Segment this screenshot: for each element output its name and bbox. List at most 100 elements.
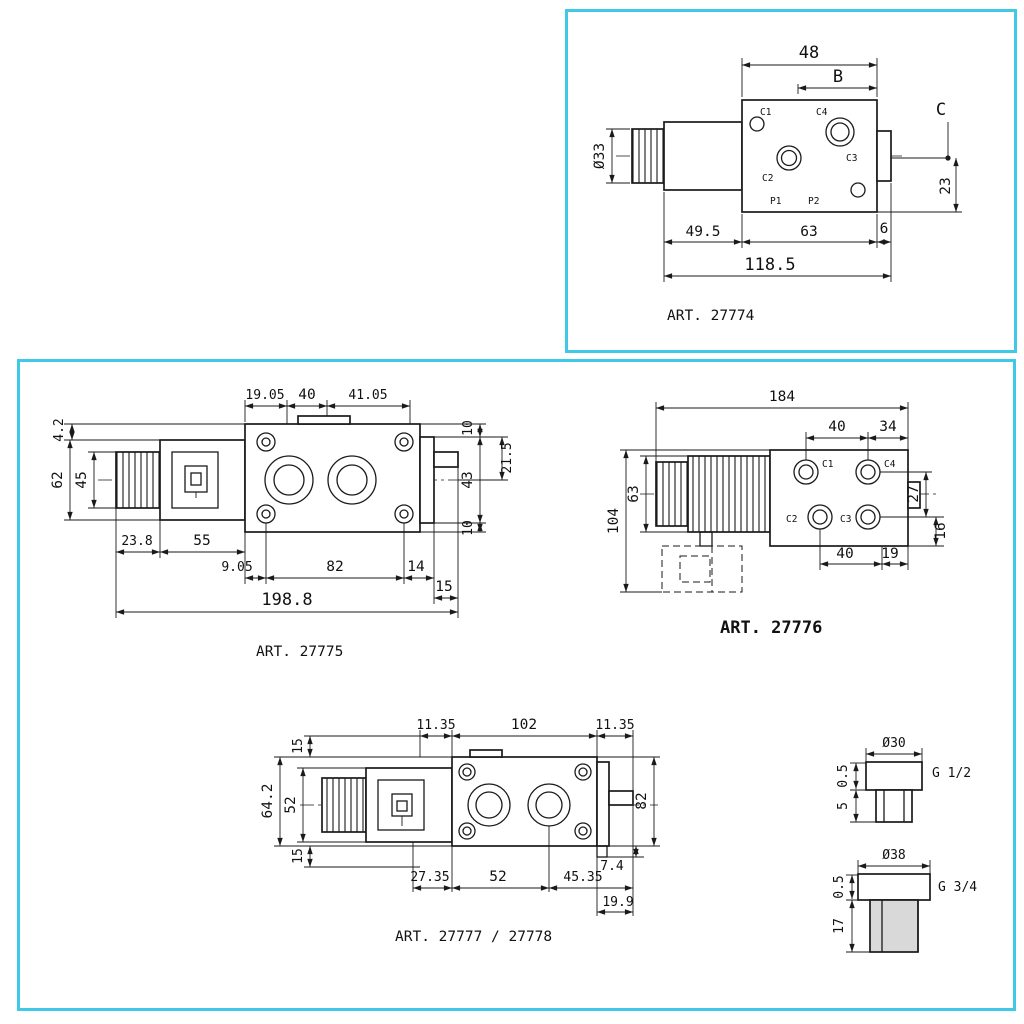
dim-11-35-right-label: 11.35	[595, 718, 634, 733]
dim-dia38-label: Ø38	[882, 848, 905, 863]
dim-104-label: 104	[606, 508, 622, 534]
part-geometry-27776	[640, 449, 936, 593]
dim-4-2-label: 4.2	[52, 418, 67, 441]
dim-c-label: C	[936, 100, 946, 120]
valve-block	[741, 99, 878, 213]
dim-19-label: 19	[881, 546, 898, 562]
dim-15-bottom-label: 15	[291, 848, 306, 864]
part-geometry-27774	[616, 99, 902, 213]
port-c1-label: C1	[760, 107, 772, 118]
dimension-lines-27775	[64, 400, 508, 618]
dim-9-05-label: 9.05	[221, 560, 252, 575]
dim-63-label: 63	[626, 485, 642, 502]
drawing-27777-27778: 11.35 102 11.35 15 64.2 52 15 82 27.35 5…	[260, 717, 660, 945]
art-number-27776: ART. 27776	[720, 618, 822, 638]
frame-lower	[17, 359, 1016, 1011]
dim-82-label: 82	[326, 559, 343, 575]
dimension-labels-27774: 48 B C Ø33 49.5 63 6 118.5 23 C1 C4 C2 C…	[592, 43, 954, 324]
connector-pin	[699, 531, 713, 547]
fitting-g34-labels: Ø38 G 3/4 0.5 17	[832, 848, 977, 934]
solenoid-nut	[655, 461, 689, 527]
solenoid-coil-ribbed	[687, 455, 771, 533]
valve-block	[769, 449, 909, 547]
dim-17-label: 17	[832, 918, 847, 934]
connector-housing	[171, 451, 219, 509]
fitting-flange	[865, 761, 923, 791]
top-tab	[469, 749, 503, 758]
fitting-g12-labels: Ø30 G 1/2 0.5 5	[836, 736, 971, 810]
port-p1-label: P1	[770, 196, 782, 207]
dimension-lines-27777	[274, 730, 660, 916]
port-c4-label: C4	[884, 459, 896, 470]
dimension-labels-27777: 11.35 102 11.35 15 64.2 52 15 82 27.35 5…	[260, 717, 650, 945]
dim-40-label: 40	[298, 387, 315, 403]
art-number-27774: ART. 27774	[667, 308, 755, 324]
solenoid-coil	[663, 121, 743, 191]
dim-118-5-label: 118.5	[744, 255, 795, 275]
dim-43-label: 43	[460, 471, 476, 488]
dim-45-35-label: 45.35	[563, 870, 602, 885]
dim-dia30-label: Ø30	[882, 736, 905, 751]
dim-45-label: 45	[74, 471, 90, 488]
dim-16-label: 16	[933, 522, 949, 539]
part-geometry-27777	[300, 749, 658, 858]
dim-11-35-left-label: 11.35	[416, 718, 455, 733]
dimension-lines-27776	[620, 402, 944, 593]
dimension-labels-27776: 184 40 34 27 16 63 104 40 19 C1 C4 C2 C3…	[606, 389, 949, 638]
dim-10-bottom-label: 10	[461, 520, 476, 536]
side-port	[876, 130, 892, 182]
dim-40-bottom-label: 40	[836, 546, 853, 562]
drawing-27774: 48 B C Ø33 49.5 63 6 118.5 23 C1 C4 C2 C…	[592, 43, 962, 324]
fitting-g12: Ø30 G 1/2 0.5 5	[836, 736, 971, 823]
part-geometry-27775	[98, 415, 470, 533]
dim-198-8-label: 198.8	[261, 590, 312, 610]
dim-21-5-label: 21.5	[500, 442, 515, 473]
thread-g12-label: G 1/2	[932, 766, 971, 781]
port-c2-label: C2	[786, 514, 797, 525]
side-shaft	[608, 790, 634, 806]
dim-49-5-label: 49.5	[686, 224, 721, 240]
fitting-flange	[857, 873, 931, 901]
dim-184-label: 184	[769, 389, 795, 405]
fitting-g12-geometry	[865, 761, 923, 823]
dim-48-label: 48	[799, 43, 819, 63]
dimension-labels-27775: 19.05 40 41.05 4.2 62 45 10 43 21.5 10 2…	[50, 387, 515, 660]
dim-14-label: 14	[407, 559, 425, 575]
port-p2-label: P2	[808, 196, 819, 207]
dim-27-label: 27	[906, 485, 922, 502]
port-c4-label: C4	[816, 107, 828, 118]
fitting-g34-geometry	[857, 873, 931, 953]
dim-55-label: 55	[193, 533, 210, 549]
dim-6-label: 6	[880, 221, 889, 237]
side-port	[907, 481, 921, 509]
dim-b-label: B	[833, 67, 843, 87]
solenoid-coil	[365, 767, 453, 843]
dim-52-bottom-label: 52	[489, 869, 506, 885]
dim-34-label: 34	[879, 419, 897, 435]
dim-52-left-label: 52	[283, 796, 299, 813]
dim-23-label: 23	[938, 177, 954, 194]
fitting-g12-dims	[850, 748, 923, 823]
dim-7-4-label: 7.4	[600, 859, 624, 874]
port-c3-label: C3	[840, 514, 851, 525]
dim-15-label: 15	[435, 579, 452, 595]
fitting-g34-dims	[846, 860, 931, 953]
bottom-step	[596, 845, 608, 858]
dim-40-top-label: 40	[828, 419, 845, 435]
dim-15-top-label: 15	[291, 738, 306, 754]
dim-dia33-label: Ø33	[592, 143, 608, 169]
dim-62-label: 62	[50, 471, 66, 488]
dimension-lines-27774	[606, 58, 962, 282]
dim-23-8-label: 23.8	[121, 534, 152, 549]
dim-63-label: 63	[800, 224, 817, 240]
art-number-27775: ART. 27775	[256, 644, 343, 660]
dim-102-label: 102	[511, 717, 537, 733]
dim-19-05-label: 19.05	[245, 388, 284, 403]
port-c1-label: C1	[822, 459, 834, 470]
dim-5-label: 5	[836, 802, 851, 810]
dim-0-5-label: 0.5	[836, 764, 851, 787]
hidden-connector	[661, 545, 743, 593]
solenoid-nut	[115, 451, 161, 509]
